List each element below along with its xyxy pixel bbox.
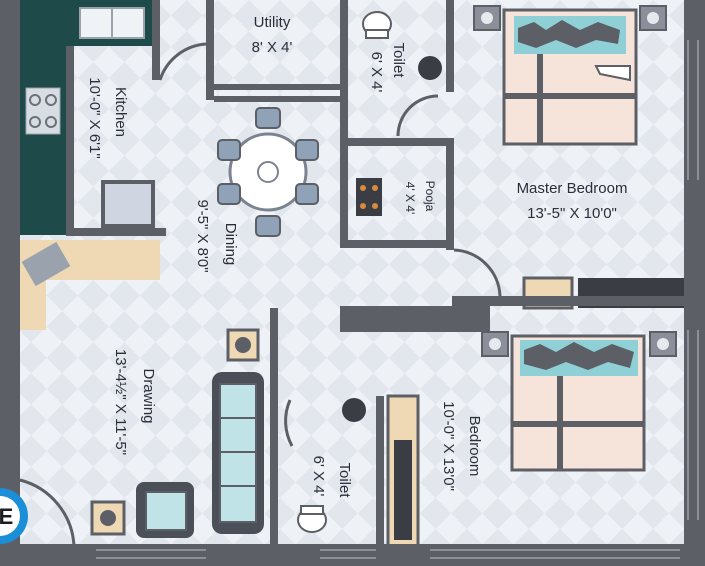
toilet-top-name: Toilet xyxy=(390,42,407,78)
sofa xyxy=(212,372,264,534)
toilet-bottom-size: 6' X 4' xyxy=(310,456,327,497)
dining-size: 9'-5" X 8'0" xyxy=(194,199,211,272)
master-bedroom-name: Master Bedroom xyxy=(517,180,628,197)
utility-name: Utility xyxy=(254,14,291,31)
kitchen-counter xyxy=(20,0,152,235)
study-desk xyxy=(20,240,160,330)
bedroom-bed xyxy=(481,331,677,472)
refrigerator xyxy=(101,180,155,228)
master-bedroom-size: 13'-5" X 10'0" xyxy=(527,205,617,222)
toilet-fixture-bottom xyxy=(297,398,366,533)
compass-badge: E xyxy=(0,488,28,544)
side-tables xyxy=(90,328,260,536)
kitchen-name: Kitchen xyxy=(112,87,129,137)
drawing-size: 13'-4½" X 11'-5" xyxy=(112,349,129,455)
kitchen-size: 10'-0" X 6'1" xyxy=(86,77,103,158)
compass-letter: E xyxy=(0,504,13,529)
master-bed xyxy=(473,5,667,146)
drawing-name: Drawing xyxy=(140,368,157,423)
toilet-bottom-name: Toilet xyxy=(336,462,353,498)
toilet-top-size: 6' X 4' xyxy=(368,52,385,93)
windows xyxy=(96,40,699,559)
bedroom-name: Bedroom xyxy=(466,416,483,477)
toilet-fixture-top xyxy=(362,11,442,80)
dining-name: Dining xyxy=(222,223,239,266)
pooja-size: 4' X 4' xyxy=(403,182,417,215)
dining-table xyxy=(217,107,319,237)
bedroom-size: 10'-0" X 13'0" xyxy=(440,401,457,491)
doors xyxy=(19,42,502,547)
utility-size: 8' X 4' xyxy=(252,39,293,56)
pooja-shelf xyxy=(356,178,382,216)
pooja-name: Pooja xyxy=(423,181,437,212)
armchair xyxy=(136,482,194,538)
